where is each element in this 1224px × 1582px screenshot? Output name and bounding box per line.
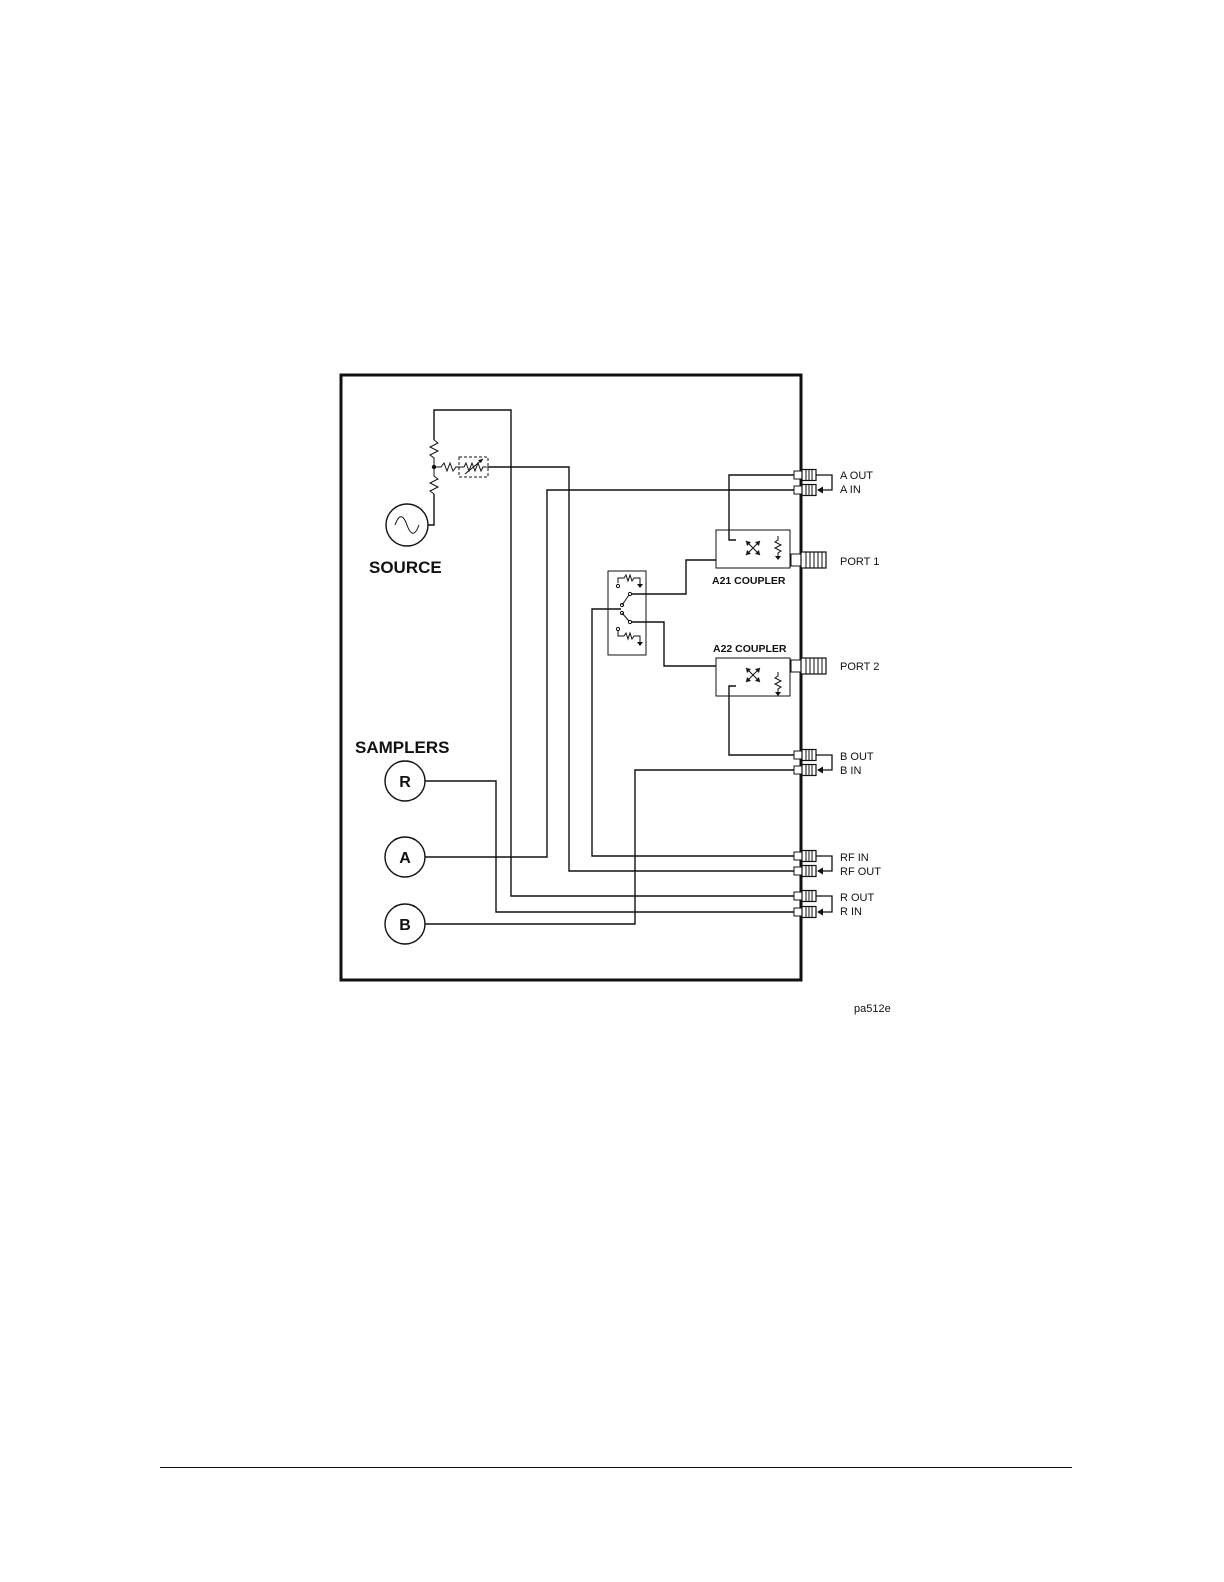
sampler-a-label: A	[399, 850, 411, 867]
r-out-label: R OUT	[840, 892, 875, 904]
rf-in-label: RF IN	[840, 852, 869, 864]
b-jumper-upper-connector-icon	[794, 750, 816, 761]
r-jumper-upper-connector-icon	[794, 891, 816, 902]
a21-coupler	[716, 530, 790, 568]
port1-label: PORT 1	[840, 556, 879, 568]
source-oscillator-icon	[386, 504, 428, 546]
figure-id-label: pa512e	[854, 1003, 891, 1015]
rf-jumper-upper-connector-icon	[794, 851, 816, 862]
b-jumper-arrow-icon	[817, 767, 823, 774]
b-in-label: B IN	[840, 765, 861, 777]
transfer-switch-icon	[608, 571, 646, 655]
sampler-r-label: R	[399, 774, 411, 791]
a-jumper-upper-connector-icon	[794, 470, 816, 481]
source-label: SOURCE	[369, 558, 442, 577]
b-out-label: B OUT	[840, 751, 874, 763]
enclosure-box	[341, 375, 801, 980]
divider-resistor-icon	[430, 440, 460, 494]
rf-jumper-cable	[816, 856, 832, 871]
r-in-label: R IN	[840, 906, 862, 918]
r-jumper-arrow-icon	[817, 909, 823, 916]
sampler-b-label: B	[399, 917, 411, 934]
a-in-label: A IN	[840, 484, 861, 496]
rf-jumper-lower-connector-icon	[794, 866, 816, 877]
port1-connector-icon	[791, 552, 826, 568]
a-jumper-lower-connector-icon	[794, 485, 816, 496]
port2-connector-icon	[791, 658, 826, 674]
samplers-label: SAMPLERS	[355, 738, 449, 757]
a22-coupler-label: A22 COUPLER	[713, 643, 787, 655]
a22-coupler	[716, 658, 790, 696]
attenuator-icon	[459, 457, 488, 477]
rf-jumper-arrow-icon	[817, 868, 823, 875]
rf-out-label: RF OUT	[840, 866, 881, 878]
b-jumper-cable	[816, 755, 832, 770]
b-jumper-lower-connector-icon	[794, 765, 816, 776]
a-jumper-arrow-icon	[817, 487, 823, 494]
footer-rule	[160, 1467, 1072, 1468]
r-jumper-cable	[816, 896, 832, 912]
a21-coupler-label: A21 COUPLER	[712, 575, 786, 587]
a-jumper-cable	[816, 475, 832, 490]
a-out-label: A OUT	[840, 470, 873, 482]
r-jumper-lower-connector-icon	[794, 907, 816, 918]
port2-label: PORT 2	[840, 661, 879, 673]
